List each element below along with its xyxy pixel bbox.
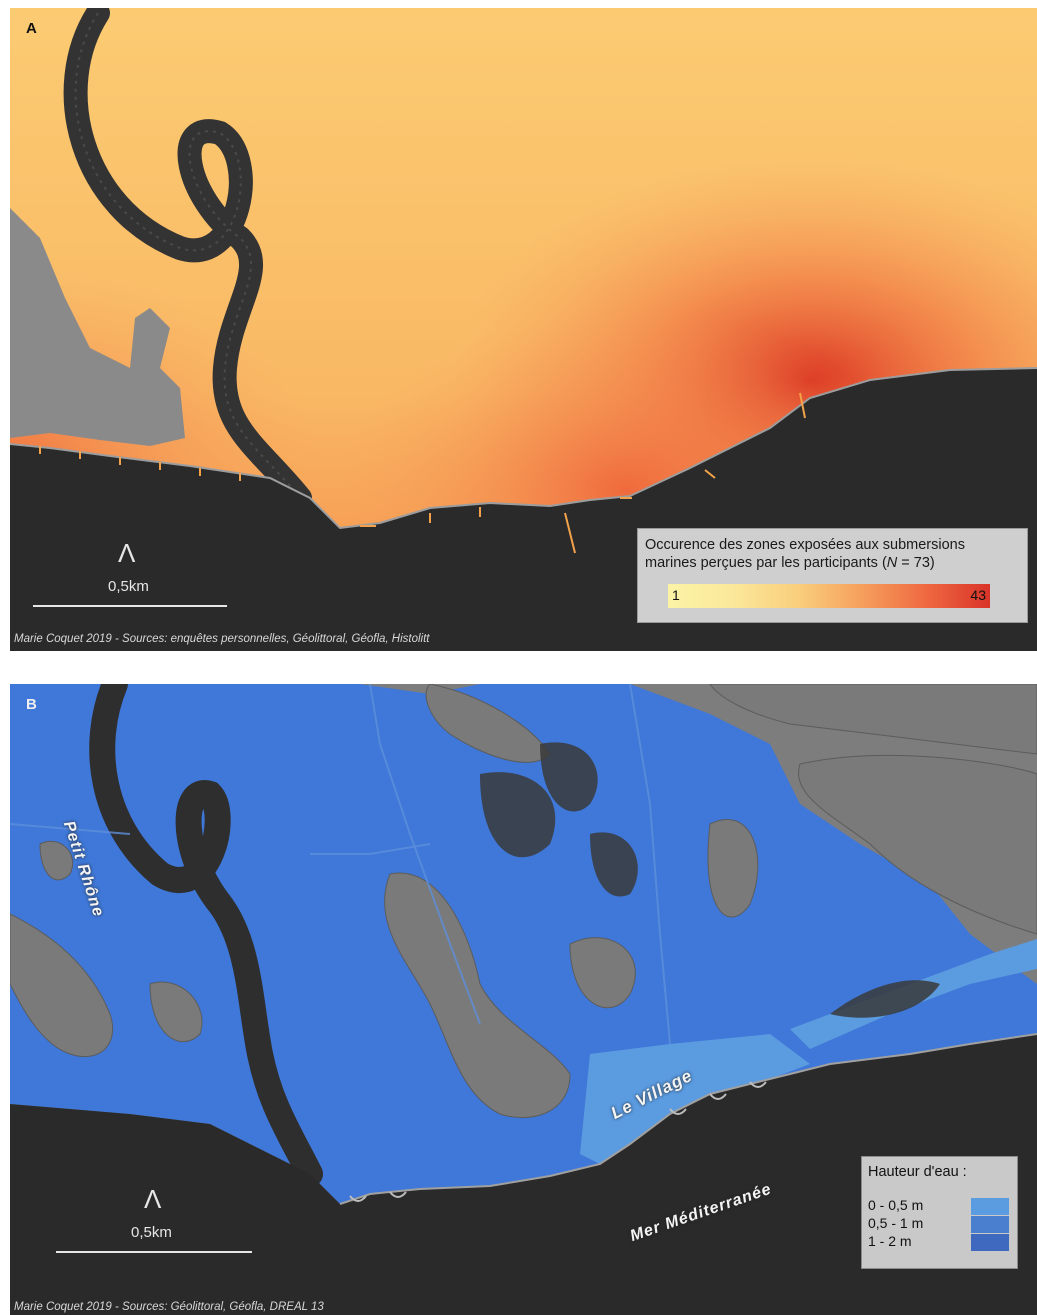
- legend-class-label: 0,5 - 1 m: [868, 1215, 924, 1231]
- coastline-edge: [10, 367, 1037, 530]
- legend-title-line2-suffix: = 73): [897, 555, 935, 571]
- legend-swatch: [971, 1198, 1009, 1215]
- north-arrow-icon: Ʌ: [144, 1184, 162, 1214]
- sea-coastline-edge: [339, 1033, 1037, 1205]
- credit-text: Marie Coquet 2019 - Sources: Géolittoral…: [14, 1301, 324, 1313]
- legend-min-value: 1: [672, 587, 680, 603]
- map-panel-b: B Petit Rhône Le Village Mer Méditerrané…: [10, 684, 1037, 1315]
- scale-label: 0,5km: [131, 1224, 172, 1241]
- land-islands: [10, 684, 1037, 1119]
- north-arrow-icon: Ʌ: [118, 538, 136, 568]
- legend-title-line1: Occurence des zones exposées aux submers…: [645, 537, 965, 553]
- shore-groynes: [349, 1081, 767, 1202]
- water-depth-legend: Hauteur d'eau : 0 - 0,5 m 0,5 - 1 m 1 - …: [862, 1157, 1017, 1268]
- scale-label: 0,5km: [108, 578, 149, 595]
- petit-rhone-river: [89, 684, 323, 1187]
- legend-color-ramp: 1 43: [668, 584, 990, 608]
- legend-max-value: 43: [970, 587, 986, 603]
- panel-label: B: [26, 696, 37, 713]
- sea-area: [10, 1034, 1037, 1315]
- legend-title-line2-prefix: marines perçues par les participants (: [645, 555, 887, 571]
- scale-bar: [33, 605, 227, 607]
- legend-swatch: [971, 1234, 1009, 1251]
- legend-title: Hauteur d'eau :: [868, 1164, 967, 1180]
- scale-bar: [56, 1251, 252, 1253]
- map-panel-a: A Ʌ 0,5km Marie Coquet 2019 - Sources: e…: [10, 8, 1037, 651]
- river-bank-highlight: [74, 12, 301, 499]
- legend-title-n: N: [886, 555, 898, 571]
- western-lagoon: [10, 208, 185, 446]
- legend-title: Occurence des zones exposées aux submers…: [645, 536, 1025, 572]
- exposure-map-a: [10, 8, 1037, 651]
- canal-lines: [10, 684, 671, 1045]
- panel-label: A: [26, 20, 37, 37]
- legend-class-label: 1 - 2 m: [868, 1233, 912, 1249]
- legend-class-label: 0 - 0,5 m: [868, 1197, 924, 1213]
- exposure-legend: Occurence des zones exposées aux submers…: [638, 529, 1027, 622]
- village-shallow-water: [580, 1034, 810, 1164]
- breakwaters: [39, 392, 806, 554]
- credit-text: Marie Coquet 2019 - Sources: enquêtes pe…: [14, 633, 430, 645]
- legend-swatch: [971, 1216, 1009, 1233]
- dark-marsh-patches: [480, 742, 940, 1018]
